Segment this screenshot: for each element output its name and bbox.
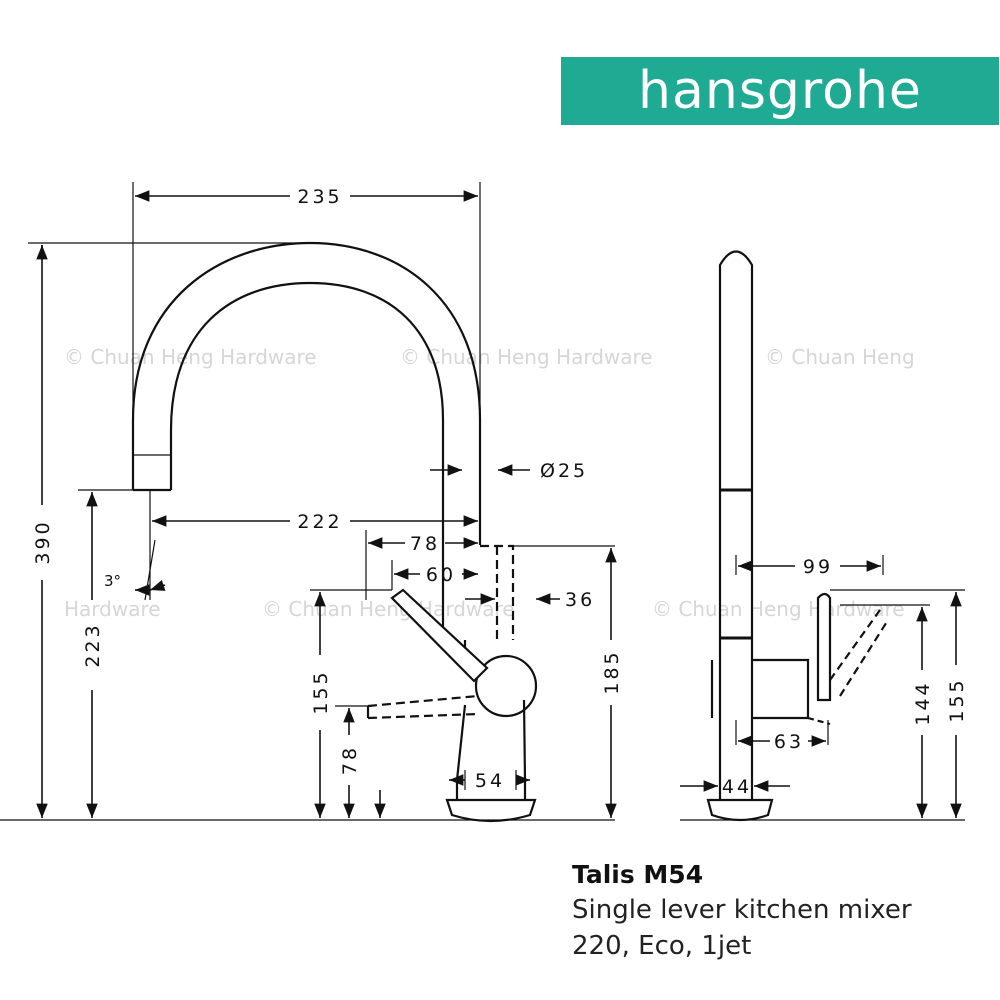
- dimension-labels: 235 390 223 Ø25 222 78 60 36 3° 155 78 1…: [32, 186, 968, 798]
- dim-99-label: 99: [803, 556, 833, 578]
- product-caption: Talis M54 Single lever kitchen mixer 220…: [572, 858, 992, 964]
- dim-235-label: 235: [297, 186, 342, 208]
- dim-155-front-label: 155: [310, 669, 332, 714]
- brand-logo-text: hansgrohe: [638, 61, 922, 121]
- watermark: © Chuan Heng Hardware: [400, 345, 653, 369]
- extension-lines: [0, 182, 965, 821]
- dim-185-label: 185: [601, 649, 623, 694]
- side-view: [706, 250, 889, 822]
- dimension-lines: [36, 190, 962, 818]
- dim-d25-label: Ø25: [540, 460, 588, 482]
- product-description: Single lever kitchen mixer: [572, 895, 912, 925]
- product-variant: 220, Eco, 1jet: [572, 931, 752, 961]
- watermark: © Chuan Heng: [765, 345, 915, 369]
- watermark: © Chuan Heng Hardware: [262, 597, 515, 621]
- dim-390-label: 390: [32, 519, 54, 564]
- dim-36-label: 36: [565, 589, 595, 611]
- product-model: Talis M54: [572, 860, 704, 889]
- dim-60-label: 60: [426, 564, 456, 586]
- dim-78-top-label: 78: [410, 533, 440, 555]
- dim-144-label: 144: [912, 680, 934, 725]
- watermark: © Chuan Heng Hardware: [652, 597, 905, 621]
- dim-54-label: 54: [475, 770, 505, 792]
- watermark: © Chuan Heng Hardware: [64, 345, 317, 369]
- brand-logo-bar: hansgrohe: [561, 57, 999, 125]
- dim-155-side-label: 155: [946, 677, 968, 722]
- dim-44-label: 44: [722, 776, 752, 798]
- dim-78-low-label: 78: [339, 745, 361, 775]
- dim-63-label: 63: [774, 731, 804, 753]
- dim-222-label: 222: [297, 511, 342, 533]
- dim-angle-label: 3°: [104, 572, 121, 590]
- watermark: Hardware: [64, 597, 161, 621]
- dim-223-label: 223: [82, 622, 104, 667]
